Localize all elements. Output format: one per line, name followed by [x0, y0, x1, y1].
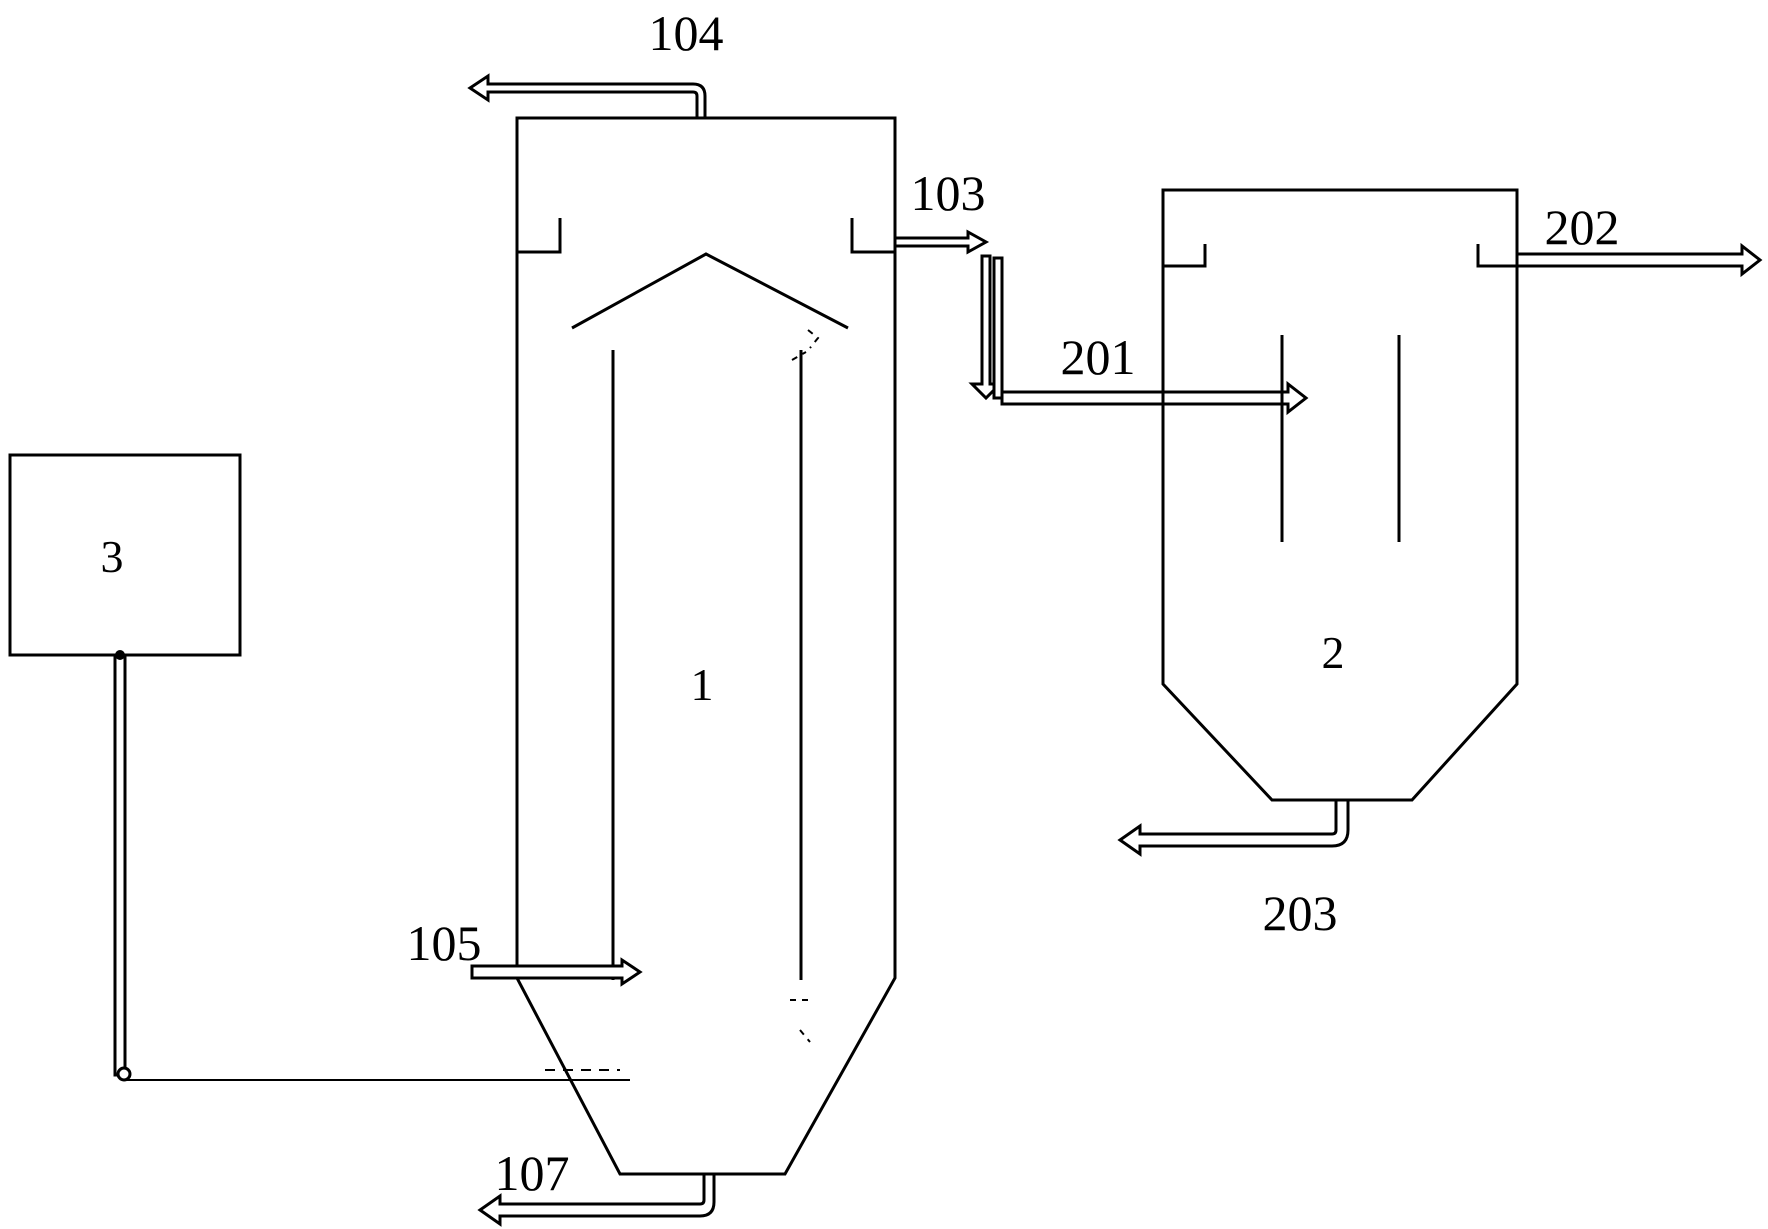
pipe-107-arrow: [477, 1172, 716, 1227]
reactor-1-wall-mark-bottom: [790, 999, 811, 1043]
pipe-203-label: 203: [1263, 885, 1338, 941]
pipe-103: 103: [893, 165, 990, 255]
pipe-103-201-connector: [968, 254, 1004, 401]
unit-3-connection: [113, 650, 630, 1082]
pipe-104: 104: [467, 5, 724, 120]
pipe-105-arrow: [470, 957, 643, 987]
unit-3: 3: [8, 453, 242, 657]
unit-3-bend-node: [116, 1066, 132, 1082]
unit-3-down-pipe: [113, 653, 127, 1077]
pipe-202: 202: [1515, 199, 1763, 278]
reactor-1-right-weir: [850, 218, 895, 254]
reactor-1: 1: [515, 116, 897, 1176]
pipe-103-arrow: [893, 229, 990, 255]
unit-3-label: 3: [101, 531, 124, 582]
settler-2-left-weir: [1163, 244, 1207, 268]
pipe-201-arrow: [1000, 380, 1309, 416]
pipe-201-label: 201: [1061, 329, 1136, 385]
unit-3-box: [8, 453, 242, 657]
pipe-103-label: 103: [911, 165, 986, 221]
settler-2-right-weir: [1476, 244, 1517, 268]
settler-2-vessel: [1161, 188, 1519, 802]
reactor-1-separator-hood: [571, 252, 849, 330]
unit-3-outlet-node: [115, 650, 125, 660]
pipe-104-arrow: [467, 73, 707, 120]
pipe-104-label: 104: [649, 5, 724, 61]
reactor-1-left-weir: [517, 218, 562, 254]
reactor-1-label: 1: [691, 659, 714, 710]
pipe-203: 203: [1117, 798, 1350, 941]
settler-2: 2: [1161, 188, 1519, 802]
pipe-105: 105: [407, 915, 643, 987]
pipe-107: 107: [477, 1145, 716, 1227]
pipe-201: 201: [1000, 329, 1309, 416]
pipe-202-arrow: [1515, 242, 1763, 278]
pipe-107-label: 107: [495, 1145, 570, 1201]
connector-vertical-inner: [992, 256, 1004, 400]
pipe-105-label: 105: [407, 915, 482, 971]
reactor-1-wall-mark-top: [791, 329, 820, 361]
pipe-203-arrow: [1117, 798, 1350, 857]
pipe-202-label: 202: [1545, 199, 1620, 255]
reactor-1-vessel: [515, 116, 897, 1176]
settler-2-label: 2: [1322, 627, 1345, 678]
